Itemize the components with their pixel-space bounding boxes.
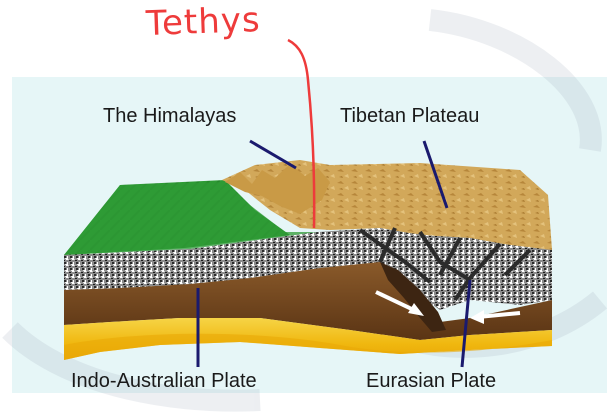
- label-eurasian-plate: Eurasian Plate: [366, 370, 496, 393]
- annotation-tethys: Tethys: [145, 0, 261, 44]
- label-tibetan-plateau: Tibetan Plateau: [340, 105, 479, 128]
- label-himalayas: The Himalayas: [103, 105, 236, 128]
- label-indo-australian-plate: Indo-Australian Plate: [71, 370, 257, 393]
